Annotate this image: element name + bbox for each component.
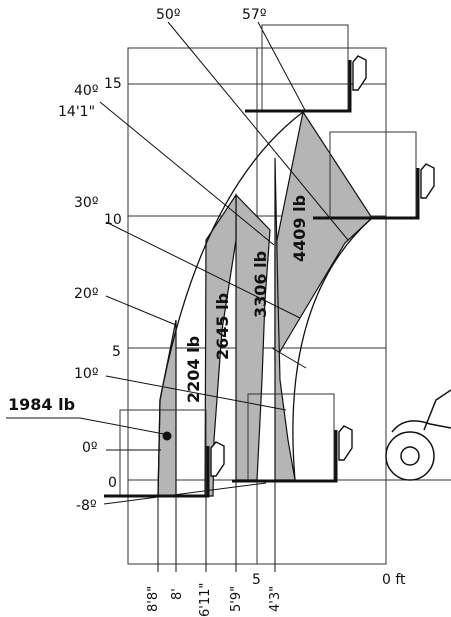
height-tick-10: 10 [104, 212, 122, 228]
load-label-4409: 4409 lb [290, 195, 309, 262]
callout-line [79, 417, 165, 435]
angle-label-30: 30º [74, 195, 98, 211]
height-tick-5: 5 [112, 344, 121, 360]
forks [104, 60, 420, 498]
reach-label-8: 8' [170, 588, 185, 600]
angle-line [271, 347, 307, 369]
carriage [352, 55, 367, 91]
fork [313, 168, 420, 220]
angle-line [105, 221, 301, 319]
reach-label-8-8: 8'8" [146, 586, 161, 612]
angle-line [105, 295, 177, 326]
reach-label-6-11: 6'11" [198, 583, 213, 617]
machine [385, 389, 451, 481]
load-center-dot [162, 431, 172, 441]
fork-box [261, 24, 349, 112]
wheel-hub [400, 446, 420, 466]
angle-label-40: 40º [74, 83, 98, 99]
reach-label-5: 5 [252, 572, 261, 588]
angle-line [257, 21, 307, 113]
reach-label-4-3: 4'3" [268, 586, 283, 612]
load-label-2204: 2204 lb [184, 336, 203, 403]
angle-line [105, 375, 287, 411]
wheel [385, 431, 435, 481]
machine-boom [423, 389, 451, 431]
zone-1984 [157, 319, 177, 497]
height-tick-15: 15 [104, 76, 122, 92]
fork [245, 60, 352, 113]
envelope-outer [157, 111, 304, 497]
reach-label-5-9: 5'9" [229, 586, 244, 612]
load-label-1984: 1984 lb [8, 395, 75, 414]
fork [232, 430, 338, 483]
angle-lines [6, 21, 349, 505]
carriage [210, 441, 225, 477]
height-tick-0: 0 [108, 475, 117, 491]
reach-markers [157, 480, 276, 572]
angle-label-20: 20º [74, 286, 98, 302]
angle-line [167, 21, 349, 241]
carriage [420, 163, 435, 199]
load-label-2645: 2645 lb [213, 293, 232, 360]
reach-label-0ft: 0 ft [382, 572, 406, 588]
angle-label-50: 50º [156, 7, 180, 23]
height-tick-14-1: 14'1" [58, 104, 95, 120]
carriage [338, 425, 353, 461]
machine-body [391, 420, 451, 433]
angle-line [99, 101, 275, 246]
envelope-inner [292, 217, 373, 481]
angle-label-57: 57º [242, 7, 266, 23]
fork-carriages [210, 55, 435, 477]
angle-label-0: 0º [82, 440, 98, 456]
angle-label-neg8: -8º [76, 498, 97, 514]
angle-label-10: 10º [74, 366, 98, 382]
fork [104, 446, 210, 498]
angle-line [103, 482, 267, 505]
load-label-3306: 3306 lb [251, 251, 270, 318]
